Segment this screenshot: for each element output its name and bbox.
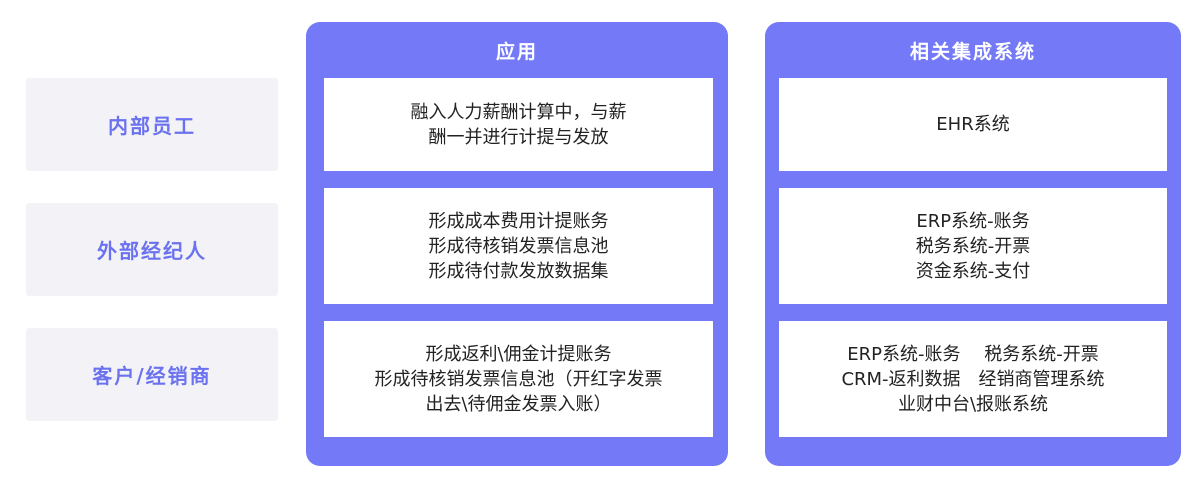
cell-text-line: 税务系统-开票 bbox=[915, 235, 1031, 257]
cell-text-line: 融入人力薪酬计算中，与薪 bbox=[410, 101, 627, 123]
row-label-customer-dealer: 客户/经销商 bbox=[26, 328, 278, 421]
cell-text-line: 形成返利\佣金计提账务 bbox=[425, 343, 612, 365]
application-cell-customer-dealer: 形成返利\佣金计提账务 形成待核销发票信息池（开红字发票 出去\待佣金发票入账） bbox=[324, 321, 713, 437]
cell-text-line: 形成待付款发放数据集 bbox=[428, 260, 609, 282]
systems-cell-internal-staff: EHR系统 bbox=[779, 78, 1167, 171]
row-label-internal-staff: 内部员工 bbox=[26, 78, 278, 171]
integrated-systems-panel-title: 相关集成系统 bbox=[909, 40, 1036, 63]
cell-text-line: 酬一并进行计提与发放 bbox=[428, 126, 609, 148]
application-panel-title: 应用 bbox=[495, 40, 538, 63]
systems-cell-external-broker: ERP系统-账务 税务系统-开票 资金系统-支付 bbox=[779, 188, 1167, 304]
application-cell-internal-staff: 融入人力薪酬计算中，与薪 酬一并进行计提与发放 bbox=[324, 78, 713, 171]
cell-text-line: 形成成本费用计提账务 bbox=[428, 210, 609, 232]
cell-text-line: 业财中台\报账系统 bbox=[897, 393, 1049, 415]
cell-text-line: 形成待核销发票信息池 bbox=[428, 235, 609, 257]
row-label-external-broker: 外部经纪人 bbox=[26, 203, 278, 296]
cell-text-line: EHR系统 bbox=[936, 114, 1010, 135]
cell-text-line: CRM-返利数据 经销商管理系统 bbox=[841, 368, 1105, 390]
integrated-systems-panel: 相关集成系统 EHR系统 ERP系统-账务 税务系统-开票 资金系统-支付 ER… bbox=[765, 22, 1181, 466]
application-panel: 应用 融入人力薪酬计算中，与薪 酬一并进行计提与发放 形成成本费用计提账务 形成… bbox=[306, 22, 728, 466]
cell-text-line: 形成待核销发票信息池（开红字发票 bbox=[374, 368, 663, 390]
application-cell-external-broker: 形成成本费用计提账务 形成待核销发票信息池 形成待付款发放数据集 bbox=[324, 188, 713, 304]
cell-text-line: 资金系统-支付 bbox=[915, 260, 1031, 282]
systems-cell-customer-dealer: ERP系统-账务 税务系统-开票 CRM-返利数据 经销商管理系统 业财中台\报… bbox=[779, 321, 1167, 437]
cell-text-line: ERP系统-账务 bbox=[916, 210, 1030, 232]
cell-text-line: 出去\待佣金发票入账） bbox=[425, 393, 612, 415]
cell-text-line: ERP系统-账务 税务系统-开票 bbox=[847, 343, 1099, 365]
